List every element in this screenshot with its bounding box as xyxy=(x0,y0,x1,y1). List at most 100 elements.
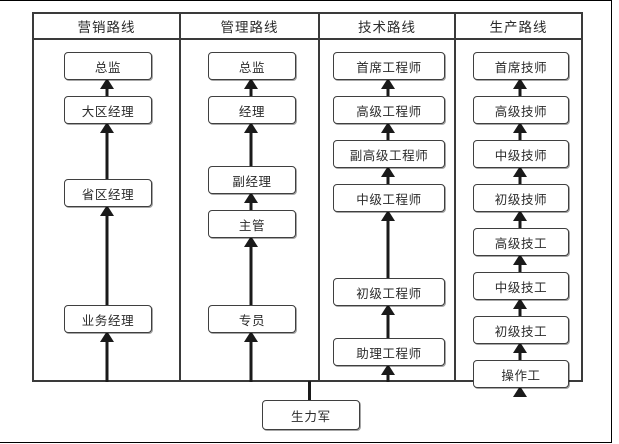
arrow-shaft xyxy=(386,219,390,278)
node-production-1[interactable]: 高级技师 xyxy=(473,96,569,124)
node-technical-3[interactable]: 中级工程师 xyxy=(333,184,445,212)
arrow-head-icon xyxy=(243,192,258,203)
track-header-management: 管理路线 xyxy=(179,14,318,38)
arrow-head-icon xyxy=(243,331,258,342)
track-body-row: 总监大区经理省区经理业务经理总监经理副经理主管专员首席工程师高级工程师副高级工程… xyxy=(34,40,583,397)
node-technical-4[interactable]: 初级工程师 xyxy=(333,278,445,306)
node-technical-2[interactable]: 副高级工程师 xyxy=(333,140,445,168)
arrow-shaft xyxy=(386,313,390,338)
promotion-arrow-production-3 xyxy=(456,166,583,184)
node-production-7[interactable]: 操作工 xyxy=(473,360,569,388)
promotion-arrow-production-1 xyxy=(456,78,583,96)
arrow-head-icon xyxy=(381,364,395,375)
promotion-arrow-production-7 xyxy=(456,342,583,360)
node-management-1[interactable]: 经理 xyxy=(208,96,296,124)
node-production-5[interactable]: 中级技工 xyxy=(473,272,569,300)
arrow-head-icon xyxy=(512,210,527,221)
node-management-4[interactable]: 专员 xyxy=(208,305,296,333)
arrow-head-icon xyxy=(99,205,114,216)
arrow-head-icon xyxy=(512,166,527,177)
arrow-shaft xyxy=(386,131,390,140)
node-marketing-0[interactable]: 总监 xyxy=(64,52,152,80)
node-management-3[interactable]: 主管 xyxy=(208,210,296,238)
arrow-head-icon xyxy=(99,78,114,89)
entry-arrow-marketing xyxy=(34,331,179,382)
arrow-head-icon xyxy=(381,166,395,177)
arrow-shaft xyxy=(105,214,108,305)
node-management-2[interactable]: 副经理 xyxy=(208,166,296,194)
arrow-shaft xyxy=(518,219,521,228)
promotion-arrow-marketing-1 xyxy=(34,78,179,96)
promotion-arrow-management-2 xyxy=(181,122,320,166)
arrow-shaft xyxy=(518,351,521,360)
node-production-6[interactable]: 初级技工 xyxy=(473,316,569,344)
source-connector-line xyxy=(308,381,311,401)
source-node-fresh-force[interactable]: 生力军 xyxy=(262,400,360,430)
arrow-head-icon xyxy=(243,236,258,247)
track-column-technical: 首席工程师高级工程师副高级工程师中级工程师初级工程师助理工程师 xyxy=(318,40,456,382)
arrow-shaft xyxy=(518,175,521,184)
arrow-head-icon xyxy=(381,304,395,315)
node-production-2[interactable]: 中级技师 xyxy=(473,140,569,168)
track-header-production: 生产路线 xyxy=(454,14,581,38)
node-production-4[interactable]: 高级技工 xyxy=(473,228,569,256)
arrow-head-icon xyxy=(99,122,114,133)
arrow-shaft xyxy=(105,340,108,382)
arrow-head-icon xyxy=(512,254,527,265)
arrow-shaft xyxy=(518,87,521,96)
promotion-arrow-technical-2 xyxy=(320,122,456,140)
arrow-shaft xyxy=(105,87,108,96)
entry-arrow-technical xyxy=(320,364,456,382)
arrow-head-icon xyxy=(381,210,395,221)
career-track-matrix: 营销路线管理路线技术路线生产路线 总监大区经理省区经理业务经理总监经理副经理主管… xyxy=(32,12,583,397)
arrow-head-icon xyxy=(512,298,527,309)
track-column-marketing: 总监大区经理省区经理业务经理 xyxy=(34,40,179,382)
arrow-shaft xyxy=(386,175,390,184)
promotion-arrow-management-4 xyxy=(181,236,320,305)
promotion-arrow-production-2 xyxy=(456,122,583,140)
track-column-management: 总监经理副经理主管专员 xyxy=(179,40,320,382)
arrow-head-icon xyxy=(381,122,395,133)
track-header-technical: 技术路线 xyxy=(318,14,454,38)
arrow-head-icon xyxy=(243,78,258,89)
node-marketing-3[interactable]: 业务经理 xyxy=(64,305,152,333)
arrow-head-icon xyxy=(99,331,114,342)
arrow-head-icon xyxy=(512,122,527,133)
promotion-arrow-technical-4 xyxy=(320,210,456,278)
arrow-shaft xyxy=(518,263,521,272)
promotion-arrow-production-5 xyxy=(456,254,583,272)
node-technical-5[interactable]: 助理工程师 xyxy=(333,338,445,366)
entry-arrow-management xyxy=(181,331,320,382)
promotion-arrow-marketing-2 xyxy=(34,122,179,179)
arrow-shaft xyxy=(249,201,252,210)
promotion-arrow-technical-3 xyxy=(320,166,456,184)
node-technical-1[interactable]: 高级工程师 xyxy=(333,96,445,124)
arrow-head-icon xyxy=(243,122,258,133)
node-production-3[interactable]: 初级技师 xyxy=(473,184,569,212)
track-header-marketing: 营销路线 xyxy=(77,20,136,36)
arrow-shaft xyxy=(518,131,521,140)
arrow-head-icon xyxy=(512,78,527,89)
promotion-arrow-technical-1 xyxy=(320,78,456,96)
track-header-row: 营销路线 管理路线技术路线生产路线 xyxy=(34,14,581,40)
node-marketing-1[interactable]: 大区经理 xyxy=(64,96,152,124)
arrow-head-icon xyxy=(381,78,395,89)
promotion-arrow-production-6 xyxy=(456,298,583,316)
arrow-head-icon xyxy=(512,386,527,397)
promotion-arrow-production-4 xyxy=(456,210,583,228)
node-technical-0[interactable]: 首席工程师 xyxy=(333,52,445,80)
node-production-0[interactable]: 首席技师 xyxy=(473,52,569,80)
arrow-shaft xyxy=(105,131,108,179)
track-column-production: 首席技师高级技师中级技师初级技师高级技工中级技工初级技工操作工 xyxy=(454,40,583,397)
arrow-shaft xyxy=(249,340,252,382)
arrow-shaft xyxy=(518,307,521,316)
arrow-shaft xyxy=(249,131,252,166)
arrow-shaft xyxy=(386,87,390,96)
node-management-0[interactable]: 总监 xyxy=(208,52,296,80)
arrow-shaft xyxy=(249,87,252,96)
promotion-arrow-management-3 xyxy=(181,192,320,210)
node-marketing-2[interactable]: 省区经理 xyxy=(64,179,152,207)
arrow-shaft xyxy=(249,245,252,305)
arrow-shaft xyxy=(386,373,390,382)
